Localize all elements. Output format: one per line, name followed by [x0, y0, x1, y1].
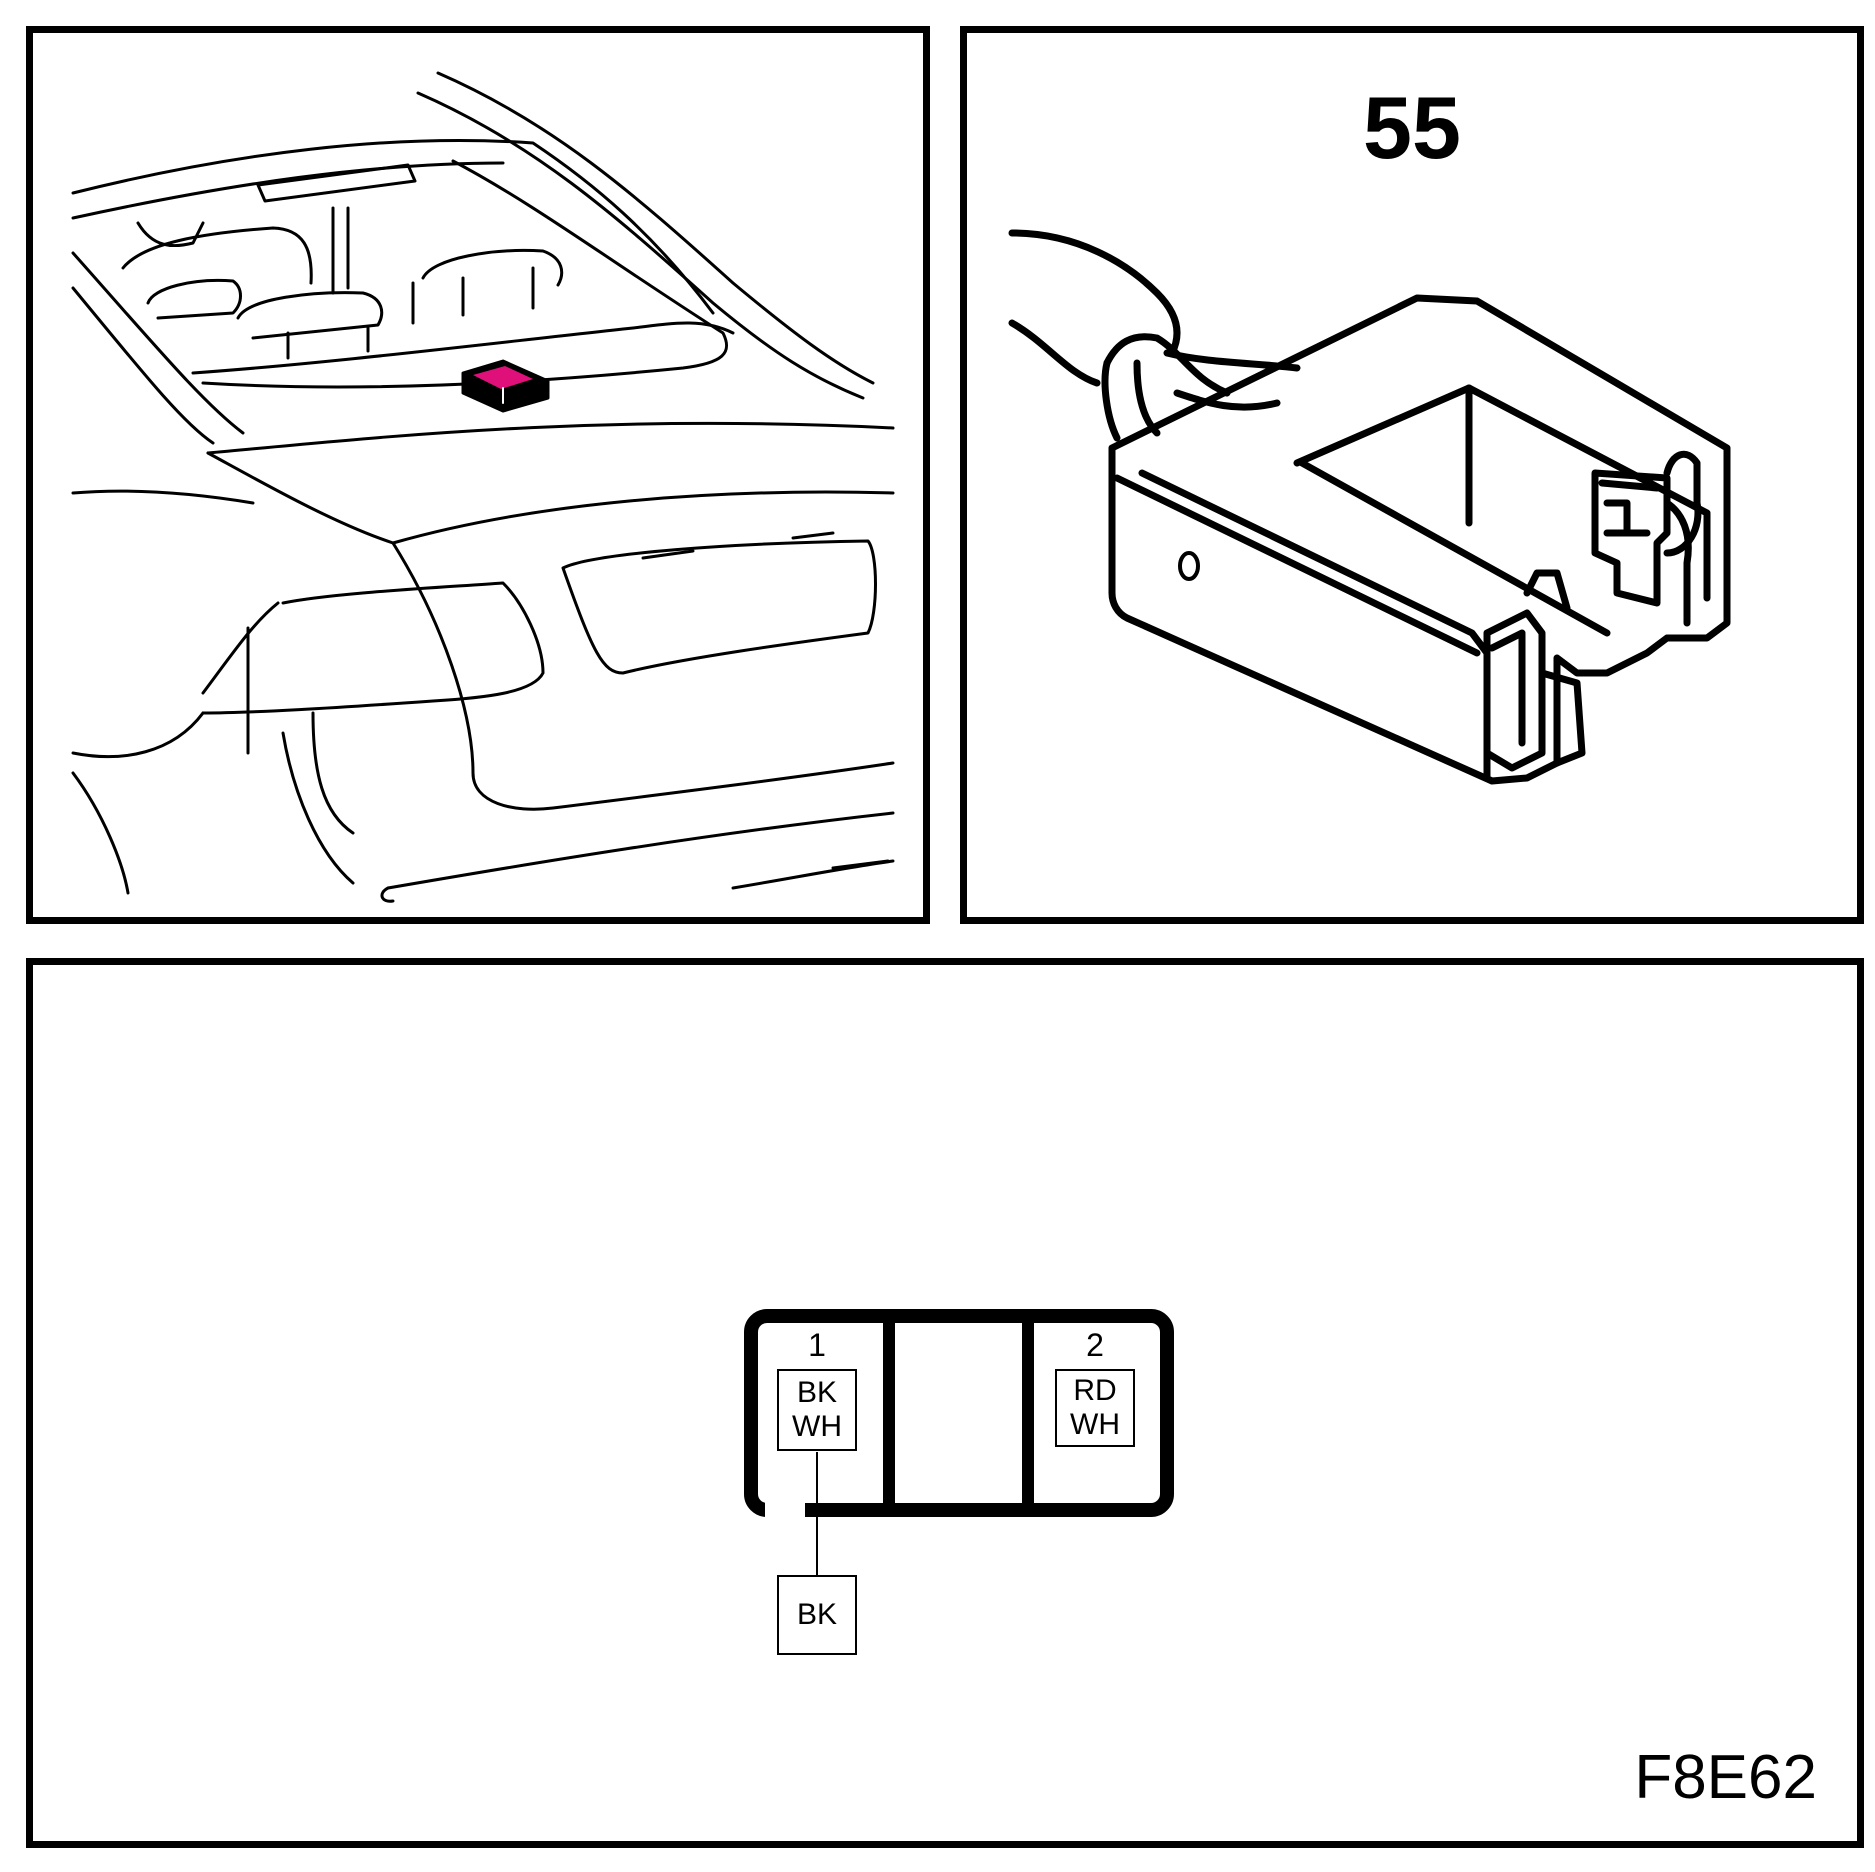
pin-1-ground-wire: BK: [777, 1575, 857, 1655]
pin-1-color-line1: BK: [796, 1376, 838, 1409]
vehicle-location-panel: [26, 26, 930, 924]
pin-1-color-line2: WH: [792, 1410, 842, 1443]
pin-2-color-line1: RD: [1073, 1374, 1117, 1407]
connector-face-drawing: [744, 1309, 1174, 1575]
vehicle-rear-drawing: [71, 71, 895, 903]
pin-1-number: 1: [808, 1327, 826, 1363]
pin-2-number: 2: [1086, 1327, 1104, 1363]
pin-2-wire-color: RD WH: [1055, 1369, 1135, 1447]
figure-code: F8E62: [1634, 1743, 1817, 1812]
connector-number: 55: [1363, 78, 1461, 177]
pin-1-wire-color: BK WH: [777, 1369, 857, 1451]
ground-wire-color: BK: [796, 1598, 838, 1631]
pin-2-color-line2: WH: [1070, 1408, 1120, 1441]
connector-view-panel: 55: [960, 26, 1864, 924]
connector-drawing: [1008, 229, 1731, 785]
pinout-panel: 1 BK WH 2 RD WH BK F8E62: [26, 958, 1864, 1848]
